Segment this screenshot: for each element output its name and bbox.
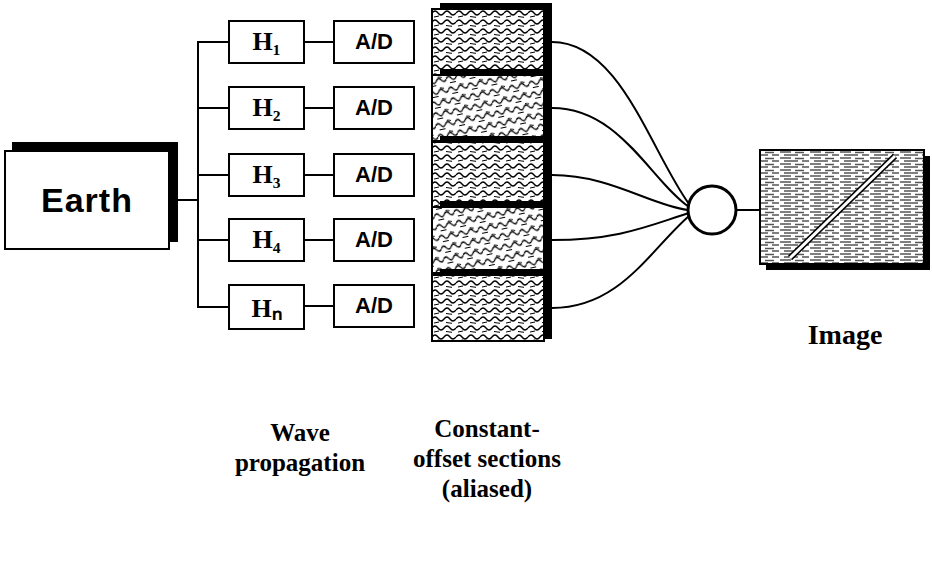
- filter-box: Hₙ: [228, 284, 305, 330]
- box-label: A/D: [355, 162, 393, 188]
- signal-wire: [305, 306, 333, 307]
- stage-caption: Wave propagation: [210, 418, 390, 478]
- box-label: H₂: [252, 93, 280, 123]
- converter-box: A/D: [333, 20, 415, 64]
- converter-box: A/D: [333, 86, 415, 130]
- box-label: H₃: [252, 160, 280, 190]
- converter-box: A/D: [333, 218, 415, 262]
- box-label: A/D: [355, 95, 393, 121]
- box-label: A/D: [355, 29, 393, 55]
- box-label: Hₙ: [251, 289, 281, 325]
- section-panels: [432, 3, 552, 341]
- stack-sum-circle: [688, 186, 736, 234]
- box-label: Earth: [41, 181, 133, 220]
- merge-lines: [552, 42, 760, 308]
- signal-wire: [170, 200, 228, 307]
- signal-wire: [170, 108, 228, 200]
- signal-wire: [305, 108, 333, 109]
- signal-wire: [170, 42, 228, 200]
- signal-wire: [305, 42, 333, 43]
- box-label: A/D: [355, 293, 393, 319]
- filter-box: H₁: [228, 20, 305, 64]
- converter-box: A/D: [333, 284, 415, 328]
- filter-box: H₂: [228, 86, 305, 130]
- signal-wire: [305, 240, 333, 241]
- filter-box: H₄: [228, 218, 305, 262]
- image-panel: [760, 150, 930, 270]
- box-label: H₄: [252, 225, 280, 255]
- image-caption: Image: [770, 318, 920, 352]
- stage-caption: Constant-offset sections (aliased): [412, 414, 562, 504]
- box-label: A/D: [355, 227, 393, 253]
- filter-box: H₃: [228, 153, 305, 197]
- source-box: Earth: [4, 150, 170, 250]
- signal-wire: [170, 175, 228, 200]
- box-label: H₁: [252, 27, 280, 57]
- converter-box: A/D: [333, 153, 415, 197]
- signal-wire: [305, 175, 333, 176]
